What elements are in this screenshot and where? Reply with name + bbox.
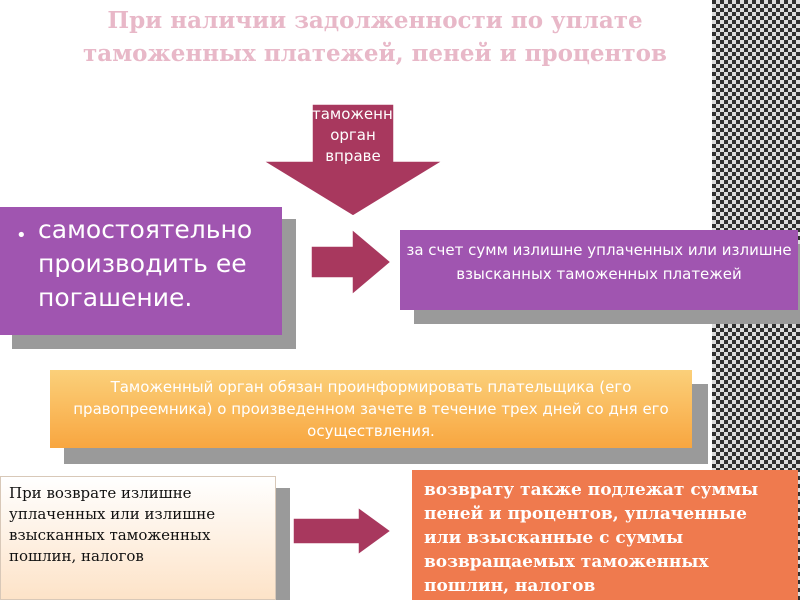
down-arrow-icon [262,103,444,217]
overpaid-sums-box: за счет сумм излишне уплаченных или изли… [400,230,798,310]
notification-box: Таможенный орган обязан проинформировать… [50,370,692,448]
arrow-label: таможенный орган вправе [312,105,415,165]
slide-title: При наличии задолженности по уплате тамо… [83,7,667,67]
right-arrow-icon [292,506,392,556]
bullet-marker: • [16,225,27,246]
self-repayment-text: самостоятельно производить ее погашение. [38,215,253,312]
refund-penalties-box: возврату также подлежат суммы пеней и пр… [412,470,798,600]
right-arrow-icon [310,228,392,296]
self-repayment-box: • самостоятельно производить ее погашени… [0,207,282,335]
refund-condition-box: При возврате излишне уплаченных или изли… [0,476,276,600]
